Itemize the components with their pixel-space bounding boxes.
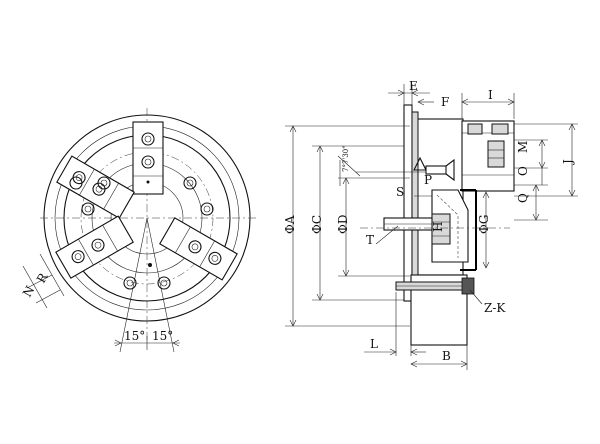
front-flange [403,104,413,302]
label-I: I [488,88,493,102]
jaw-dimensions: N R [20,253,65,309]
label-N: N [20,283,37,299]
label-J: J [561,159,575,166]
label-Q: Q [516,193,530,203]
label-P: P [424,173,432,187]
lube-screw [413,156,427,171]
angle-left-label: 15° [124,329,145,343]
label-C: ΦC [310,215,324,234]
label-T: T [366,233,374,247]
side-view: ΦA ΦC ΦD ΦG E F [283,79,578,370]
top-jaw [132,121,164,195]
taper-angle-note: 7°7'30" [342,146,350,172]
label-M: M [516,141,530,153]
label-O: O [516,166,530,176]
label-H: H [431,222,445,232]
label-L: L [370,337,378,351]
angle-dimension: 15° 15° [114,329,180,350]
bolt-holes [69,176,214,290]
angle-right-label: 15° [152,329,173,343]
label-G: ΦG [477,215,491,234]
label-B: B [442,349,451,363]
label-ZK: Z-K [484,301,506,315]
label-A: ΦA [283,215,297,234]
label-E: E [409,79,418,93]
label-D: ΦD [336,215,350,234]
flange-plate-outer [411,111,419,297]
lower-left-jaw-body [55,215,134,279]
lower-left-jaw [56,155,135,219]
angle-line-left [119,217,148,353]
lower-right-jaw [159,217,238,281]
label-S: S [396,185,404,199]
label-F: F [441,95,449,109]
front-view: 15° 15° N R [20,108,256,353]
angle-line-right [146,217,175,353]
